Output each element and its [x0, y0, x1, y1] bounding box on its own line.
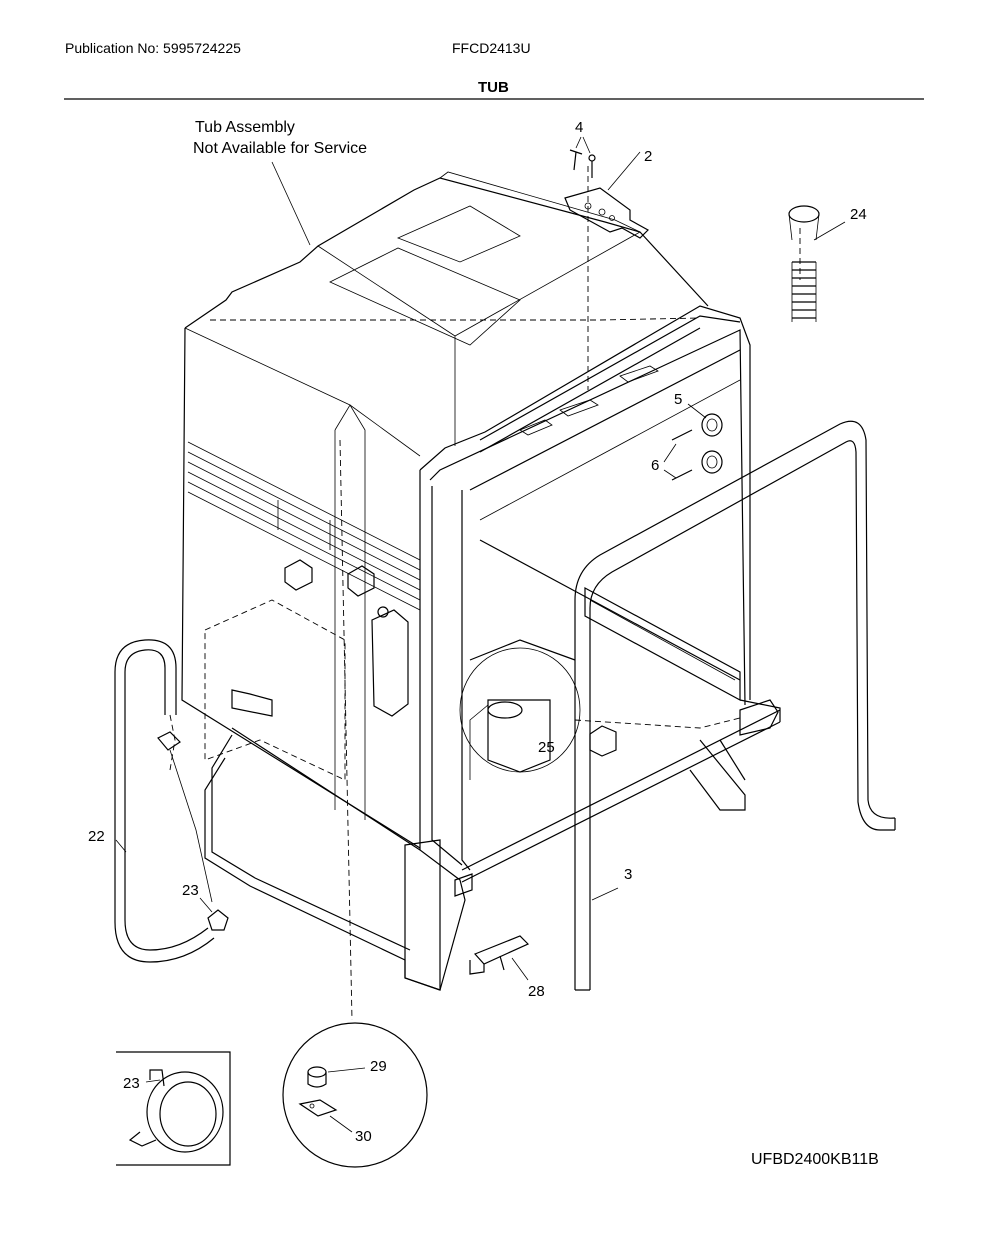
- hinge-part-2: [564, 151, 649, 239]
- tub-note-line2: Not Available for Service: [193, 140, 368, 157]
- screws-part-4: [569, 136, 596, 178]
- part-22-drain-hose: [114, 639, 215, 963]
- parts-5-6-rollers: [663, 403, 723, 481]
- callout-28: 28: [528, 983, 545, 1000]
- callout-30: 30: [355, 1128, 372, 1145]
- callout-23: 23: [182, 882, 199, 899]
- callout-5: 5: [674, 391, 683, 408]
- page-title: TUB: [478, 79, 509, 96]
- callout-25: 25: [538, 739, 555, 756]
- callout-22: 22: [88, 828, 105, 845]
- part-28-switch: [469, 935, 530, 981]
- callout-6: 6: [651, 457, 660, 474]
- tub-note-leader: [271, 161, 311, 246]
- tub-assembly: [169, 166, 781, 1021]
- callout-3: 3: [624, 866, 633, 883]
- part-23-clamp-small: [199, 897, 229, 931]
- tub-note-line1: Tub Assembly: [195, 119, 295, 136]
- callout-2: 2: [644, 148, 653, 165]
- callout-23-inset: 23: [123, 1075, 140, 1092]
- diagram-code: UFBD2400KB11B: [751, 1151, 879, 1168]
- inset-clamp-detail: [116, 1051, 231, 1166]
- model-number: FFCD2413U: [452, 40, 531, 56]
- callout-4: 4: [575, 119, 584, 136]
- callout-29: 29: [370, 1058, 387, 1075]
- inset-parts-29-30: [282, 1022, 428, 1168]
- publication-number: Publication No: 5995724225: [65, 40, 241, 56]
- part-3-door-gasket: [574, 420, 896, 991]
- callout-24: 24: [850, 206, 867, 223]
- part-24-fill-spring: [788, 205, 846, 322]
